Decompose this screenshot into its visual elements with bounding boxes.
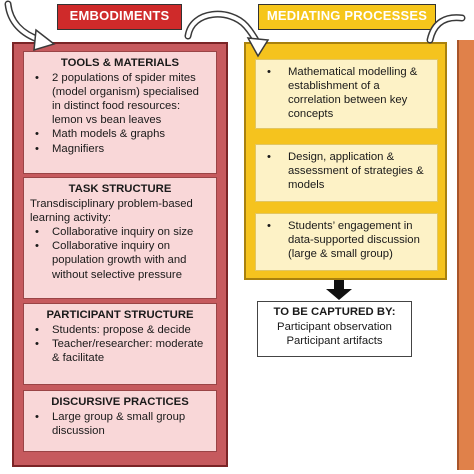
discursive-practices-list: Large group & small group discussion: [30, 410, 210, 438]
list-item: Teacher/researcher: moderate & facilitat…: [35, 337, 210, 365]
participant-structure-title: PARTICIPANT STRUCTURE: [46, 309, 194, 321]
curved-arrow-icon: [426, 14, 466, 44]
tools-materials-title: TOOLS & MATERIALS: [60, 57, 180, 69]
curved-arrow-icon: [4, 0, 56, 52]
list-item: 2 populations of spider mites (model org…: [35, 71, 210, 127]
mediating-item-box: Design, application & assessment of stra…: [255, 144, 438, 202]
outcomes-panel-partial: [457, 40, 474, 470]
down-arrow-icon: [326, 280, 352, 300]
list-item: Mathematical modelling & establishment o…: [267, 65, 431, 121]
mediating-list: Students’ engagement in data-supported d…: [262, 219, 431, 261]
mediating-processes-header: MEDIATING PROCESSES: [258, 4, 436, 30]
capture-title: TO BE CAPTURED BY:: [273, 306, 396, 318]
list-item: Students: propose & decide: [35, 323, 210, 337]
capture-line: Participant observation: [277, 320, 392, 333]
curved-arrow-icon: [184, 10, 270, 58]
discursive-practices-title: DISCURSIVE PRACTICES: [51, 396, 189, 408]
mediating-list: Mathematical modelling & establishment o…: [262, 65, 431, 121]
list-item: Students’ engagement in data-supported d…: [267, 219, 431, 261]
list-item: Magnifiers: [35, 142, 210, 156]
capture-line: Participant artifacts: [286, 335, 383, 348]
embodiments-panel: TOOLS & MATERIALS 2 populations of spide…: [12, 42, 228, 467]
list-item: Collaborative inquiry on size: [35, 225, 210, 239]
mediating-item-box: Students’ engagement in data-supported d…: [255, 213, 438, 271]
task-structure-title: TASK STRUCTURE: [68, 183, 172, 195]
mediating-item-box: Mathematical modelling & establishment o…: [255, 59, 438, 129]
list-item: Math models & graphs: [35, 127, 210, 141]
list-item: Design, application & assessment of stra…: [267, 150, 431, 192]
list-item: Large group & small group discussion: [35, 410, 210, 438]
capture-box: TO BE CAPTURED BY: Participant observati…: [257, 301, 412, 357]
list-item: Collaborative inquiry on population grow…: [35, 239, 210, 281]
participant-structure-box: PARTICIPANT STRUCTURE Students: propose …: [23, 303, 217, 385]
task-structure-box: TASK STRUCTURE Transdisciplinary problem…: [23, 177, 217, 299]
tools-materials-box: TOOLS & MATERIALS 2 populations of spide…: [23, 51, 217, 174]
mediating-list: Design, application & assessment of stra…: [262, 150, 431, 192]
task-structure-list: Collaborative inquiry on size Collaborat…: [30, 225, 210, 281]
task-structure-intro: Transdisciplinary problem-based learning…: [30, 198, 193, 225]
participant-structure-list: Students: propose & decide Teacher/resea…: [30, 323, 210, 365]
tools-materials-list: 2 populations of spider mites (model org…: [30, 71, 210, 156]
discursive-practices-box: DISCURSIVE PRACTICES Large group & small…: [23, 390, 217, 452]
embodiments-header: EMBODIMENTS: [57, 4, 182, 30]
mediating-processes-panel: Mathematical modelling & establishment o…: [244, 42, 447, 280]
